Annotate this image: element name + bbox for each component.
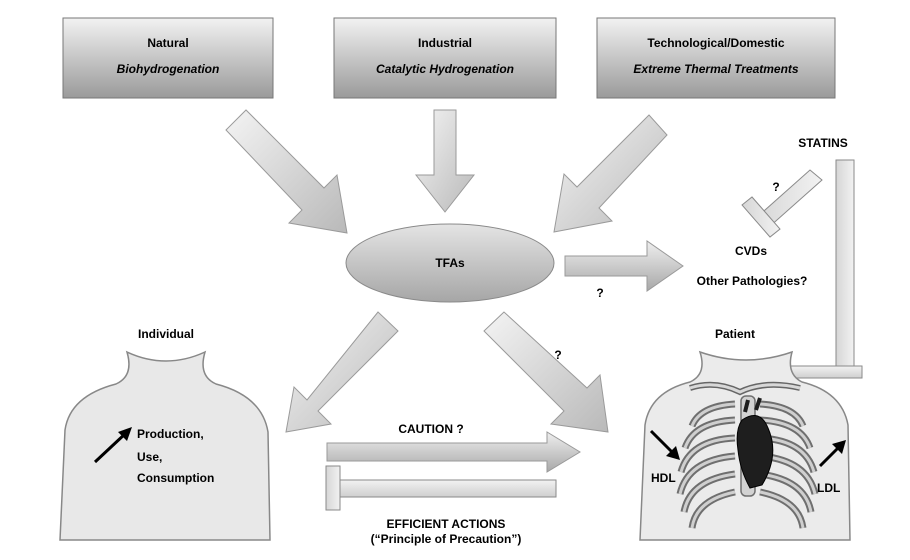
source-technological-title: Technological/Domestic: [647, 36, 784, 50]
individual-line-1: Production,: [137, 427, 204, 441]
caution-arrow: [326, 431, 581, 473]
source-box-industrial: Industrial Catalytic Hydrogenation: [333, 17, 557, 99]
individual-label: Individual: [138, 327, 194, 341]
source-technological-subtitle: Extreme Thermal Treatments: [633, 62, 799, 76]
source-natural-subtitle: Biohydrogenation: [117, 62, 220, 76]
patient-label: Patient: [715, 327, 755, 341]
ldl-up-arrow-head: [832, 440, 846, 454]
individual-line-2: Use,: [137, 450, 162, 464]
question-statins: ?: [772, 180, 779, 194]
hdl-down-arrow: [649, 429, 676, 456]
source-industrial-subtitle: Catalytic Hydrogenation: [376, 62, 514, 76]
caution-label: CAUTION ?: [398, 422, 463, 436]
hdl-label: HDL: [651, 471, 676, 485]
individual-up-arrow: [93, 431, 128, 464]
other-pathologies-label: Other Pathologies?: [697, 274, 808, 288]
ldl-label: LDL: [817, 481, 840, 495]
statins-vertical-inhibitor: [787, 159, 863, 379]
source-box-technological: Technological/Domestic Extreme Thermal T…: [596, 17, 836, 99]
individual-line-3: Consumption: [137, 471, 214, 485]
arrow-tfas-to-individual: [285, 311, 399, 433]
hdl-down-arrow-head: [666, 446, 680, 460]
arrow-industrial-to-tfas: [414, 109, 476, 213]
arrow-technological-to-tfas: [553, 114, 668, 233]
ldl-up-arrow: [818, 444, 842, 468]
efficient-actions-label: EFFICIENT ACTIONS: [387, 517, 506, 531]
arrow-natural-to-tfas: [225, 109, 348, 234]
precaution-label: (“Principle of Precaution”): [371, 532, 522, 546]
tfas-label: TFAs: [435, 256, 465, 270]
source-natural-title: Natural: [147, 36, 188, 50]
source-box-natural: Natural Biohydrogenation: [62, 17, 274, 99]
cvds-label: CVDs: [735, 244, 767, 258]
source-industrial-title: Industrial: [418, 36, 472, 50]
tfas-node: TFAs: [345, 223, 555, 303]
question-patient: ?: [554, 348, 561, 362]
statins-label: STATINS: [798, 136, 848, 150]
individual-torso: [59, 350, 271, 541]
efficient-actions-inhibitor: [325, 465, 557, 511]
arrow-tfas-to-patient: [483, 311, 609, 433]
patient-torso: [639, 350, 851, 541]
question-pathologies-arrow: ?: [596, 286, 603, 300]
arrow-tfas-to-pathologies: [564, 240, 684, 292]
statins-cvds-inhibitor: [741, 169, 823, 238]
individual-up-arrow-head: [118, 427, 132, 441]
